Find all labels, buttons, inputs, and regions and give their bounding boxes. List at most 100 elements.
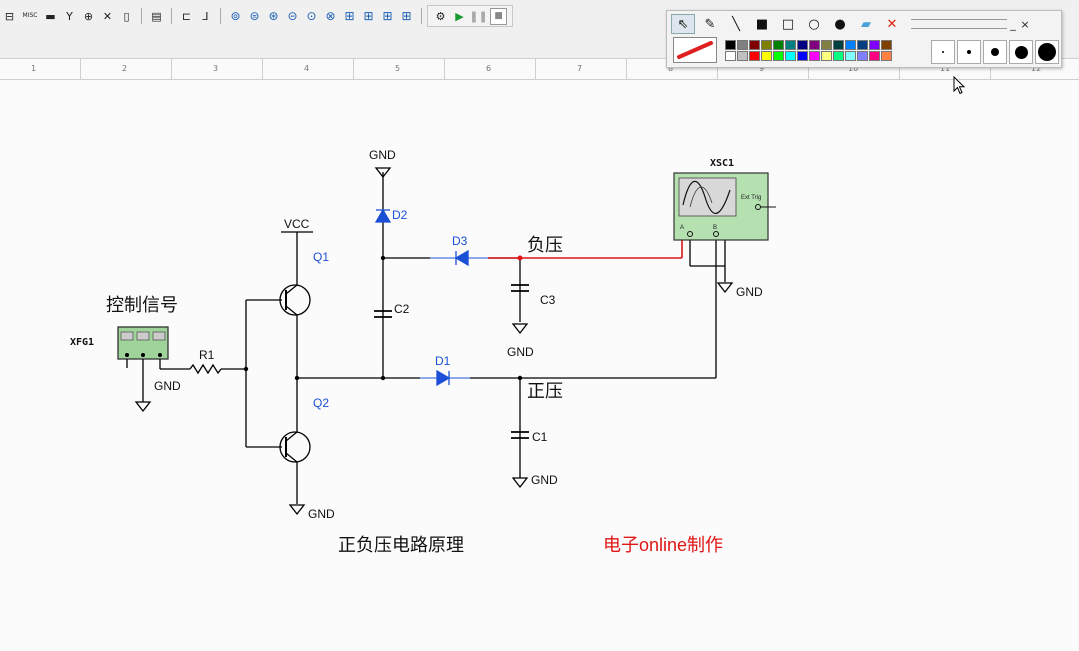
d3-label: D3 (452, 234, 468, 248)
antenna-icon[interactable]: Y (66, 9, 73, 23)
minimize-icon[interactable]: _ (1010, 17, 1016, 31)
color-swatch[interactable] (821, 51, 832, 61)
hierarchy-icon[interactable]: ⊏ (181, 9, 192, 23)
gnd-label-xfg: GND (154, 379, 181, 393)
line-tool-icon[interactable]: ╲ (732, 16, 740, 32)
close-icon[interactable]: × (1020, 17, 1030, 31)
xsc1-oscilloscope[interactable] (673, 172, 776, 241)
color-swatch[interactable] (833, 40, 844, 50)
bus-icon[interactable]: ⅃ (202, 9, 209, 23)
color-swatch[interactable] (749, 51, 760, 61)
d3-diode[interactable] (454, 249, 469, 267)
ruler-tick (444, 59, 445, 79)
pen-size-2[interactable] (957, 40, 981, 64)
instrument-logic-converter-icon[interactable]: ⊞ (382, 9, 393, 23)
color-swatch[interactable] (881, 40, 892, 50)
pen-icon[interactable]: ✎ (704, 16, 716, 32)
simulate-gear-icon[interactable]: ⚙ (435, 9, 446, 23)
d2-diode[interactable] (374, 208, 392, 223)
color-swatch[interactable] (773, 51, 784, 61)
color-swatch[interactable] (785, 51, 796, 61)
ruler-tick (808, 59, 809, 79)
color-swatch[interactable] (857, 40, 868, 50)
color-swatch[interactable] (725, 51, 736, 61)
color-swatch[interactable] (809, 51, 820, 61)
ruler-tick (899, 59, 900, 79)
instrument-wattmeter-icon[interactable]: ⊛ (268, 9, 279, 23)
eraser-icon[interactable]: ▰ (861, 16, 871, 32)
instrument-oscilloscope-icon[interactable]: ⊝ (287, 9, 298, 23)
arrow-pointer-icon[interactable]: ⇖ (671, 14, 695, 34)
color-swatch[interactable] (881, 51, 892, 61)
color-swatch[interactable] (797, 40, 808, 50)
pen-palette-window[interactable]: ⇖ ✎ ╲ ■ □ ○ ● ▰ ✕ _ × (666, 10, 1062, 68)
instrument-bode-icon[interactable]: ⊙ (306, 9, 317, 23)
c1-label: C1 (532, 430, 548, 444)
color-swatches (725, 40, 892, 61)
crossbar-icon[interactable]: ⊕ (83, 9, 94, 23)
c3-label: C3 (540, 293, 556, 307)
color-swatch[interactable] (821, 40, 832, 50)
pause-icon[interactable]: ❚❚ (469, 9, 488, 23)
instrument-logic-analyzer-icon[interactable]: ⊞ (363, 9, 374, 23)
q1-transistor[interactable] (279, 284, 311, 316)
instrument-counter-icon[interactable]: ⊗ (325, 9, 336, 23)
color-swatch[interactable] (833, 51, 844, 61)
ruler-label: 9 (759, 64, 765, 73)
capsule-icon[interactable]: ▯ (123, 9, 130, 23)
toolbar-separator (220, 8, 221, 24)
xsc1-label: XSC1 (710, 158, 734, 169)
color-swatch[interactable] (761, 40, 772, 50)
color-swatch[interactable] (809, 40, 820, 50)
run-icon[interactable]: ▶ (455, 9, 464, 23)
color-swatch[interactable] (761, 51, 772, 61)
pen-size-1[interactable] (931, 40, 955, 64)
palette-grip[interactable] (911, 19, 1007, 29)
gnd-label-top: GND (369, 148, 396, 162)
rf-icon[interactable]: ✕ (102, 9, 113, 23)
color-swatch[interactable] (749, 40, 760, 50)
color-swatch[interactable] (797, 51, 808, 61)
filled-rect-icon[interactable]: ■ (755, 16, 769, 32)
ruler-tick (717, 59, 718, 79)
toolbar-separator (171, 8, 172, 24)
clear-icon[interactable]: ✕ (886, 16, 898, 32)
instrument-wordgen-icon[interactable]: ⊞ (344, 9, 355, 23)
color-swatch[interactable] (869, 51, 880, 61)
instrument-funcgen-icon[interactable]: ⊜ (249, 9, 260, 23)
color-swatch[interactable] (869, 40, 880, 50)
misc-button[interactable]: MISC (22, 12, 38, 19)
color-swatch[interactable] (857, 51, 868, 61)
instrument-multimeter-icon[interactable]: ⊚ (230, 9, 241, 23)
gnd-label-q2: GND (308, 507, 335, 521)
color-swatch[interactable] (845, 40, 856, 50)
ellipse-outline-icon[interactable]: ○ (808, 16, 820, 32)
pen-size-5[interactable] (1035, 40, 1059, 64)
instrument-iv-icon[interactable]: ⊞ (401, 9, 412, 23)
positive-voltage-label: 正压 (527, 381, 563, 401)
filled-ellipse-icon[interactable]: ● (834, 16, 846, 32)
gnd-label-c1: GND (531, 473, 558, 487)
color-swatch[interactable] (773, 40, 784, 50)
xfg1-label: XFG1 (70, 337, 94, 348)
connector-icon[interactable]: ⊟ (4, 9, 15, 23)
q1-label: Q1 (313, 250, 329, 264)
stop-icon[interactable]: ■ (490, 7, 507, 25)
monitor-icon[interactable]: ▬ (45, 9, 56, 23)
color-swatch[interactable] (845, 51, 856, 61)
pen-size-4[interactable] (1009, 40, 1033, 64)
ruler-label: 4 (304, 64, 310, 73)
color-swatch[interactable] (785, 40, 796, 50)
r1-resistor[interactable] (189, 363, 222, 375)
d1-diode[interactable] (436, 369, 451, 387)
rect-outline-icon[interactable]: □ (781, 16, 795, 32)
color-swatch[interactable] (737, 40, 748, 50)
negative-voltage-label: 负压 (527, 235, 563, 255)
d1-label: D1 (435, 354, 451, 368)
ic-icon[interactable]: ▤ (151, 9, 162, 23)
q2-transistor[interactable] (279, 431, 311, 463)
color-swatch[interactable] (725, 40, 736, 50)
color-swatch[interactable] (737, 51, 748, 61)
pen-size-3[interactable] (983, 40, 1007, 64)
schematic-canvas[interactable]: Ext Trig A B 控制信号 XFG1 GND R1 VCC Q1 Q2 … (0, 79, 1079, 651)
